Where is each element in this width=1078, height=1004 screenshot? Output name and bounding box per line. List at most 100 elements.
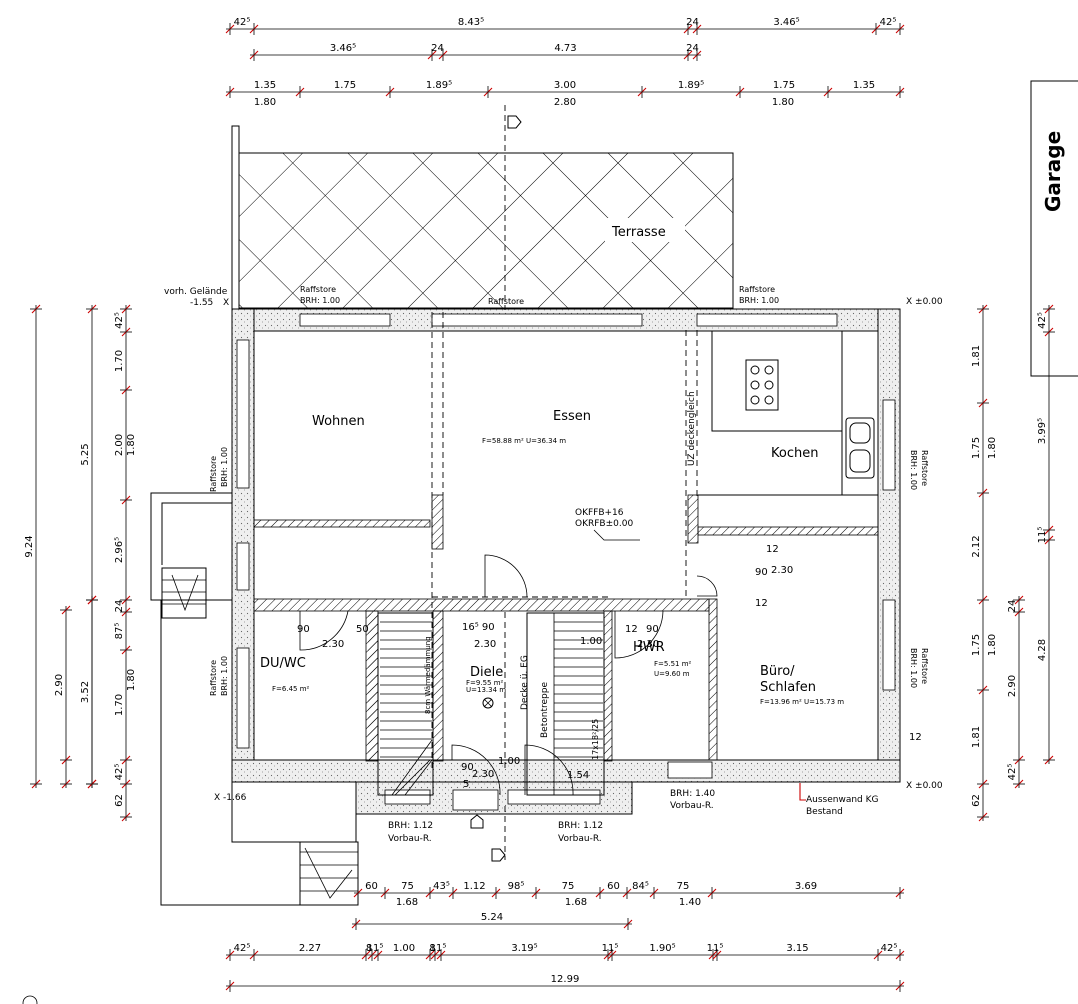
exterior-stairs: [150, 492, 359, 906]
dim-top3-label: 1.75: [334, 80, 356, 91]
dim-bot1-label: 75: [677, 881, 690, 892]
kitchen: [698, 330, 879, 496]
dim-top3-label: 1.35: [254, 80, 276, 91]
dim-right-outer-label: 11⁵: [1037, 527, 1048, 544]
dim-left-outer-label: 9.24: [24, 535, 35, 557]
dim-inner-label: 1.00: [498, 756, 520, 767]
dim-top2-label: 24: [431, 43, 444, 54]
dim-right-inner-label: 1.81: [971, 726, 982, 748]
dim-left-mid-b-label: 2.90: [54, 674, 65, 696]
dim-left-inner-label: 2.00: [114, 434, 125, 456]
diele-symbol-icon: [482, 697, 494, 709]
dim-bot1-label: 75: [562, 881, 575, 892]
dim-right-outer-label: 42⁵: [1037, 312, 1048, 329]
dim-inner-label: 50: [356, 624, 369, 635]
aussenwand-2: Bestand: [806, 807, 843, 817]
dim-top2-label: 4.73: [554, 43, 576, 54]
dim-top3-label: 1.75: [773, 80, 795, 91]
dim-top3b-label: 1.80: [254, 97, 276, 108]
raffstore-left-2: Raffstore: [209, 660, 218, 696]
dim-right-inner2-label: 1.80: [987, 634, 998, 656]
dim-right-inner-label: 62: [971, 794, 982, 807]
label-x-zero-top: X ±0.00: [906, 297, 943, 307]
dim-top3-label: 3.00: [554, 80, 576, 91]
vorbau-2: Vorbau-R.: [388, 834, 432, 844]
dim-bot3-label: 8: [429, 943, 435, 954]
dim-left-inner2-label: 1.80: [126, 434, 137, 456]
dim-inner-label: 12: [909, 732, 922, 743]
terrace: Terrasse: [231, 125, 734, 310]
sink: [845, 417, 875, 479]
dim-top3-label: 1.89⁵: [426, 80, 452, 91]
dim-bot1-label: 43⁵: [433, 881, 450, 892]
dim-inner-label: 1.54: [567, 770, 589, 781]
dim-right-inner-label: 1.81: [971, 345, 982, 367]
label-x-166: X -1.66: [214, 793, 247, 803]
label-waermedaemmung: 8cm Wärmedämmung: [424, 636, 432, 714]
brh-right-1: BRH: 1.00: [909, 450, 918, 490]
dim-left-inner-label: 87⁵: [114, 623, 125, 640]
dim-left-mid-c-label: 3.52: [80, 681, 91, 703]
room-hwr-area2: U=9.60 m: [654, 670, 690, 678]
dim-right-inner-label: 1.75: [971, 634, 982, 656]
walls: [231, 308, 901, 815]
brh-140: BRH: 1.40: [670, 789, 715, 799]
room-hwr-area1: F=5.51 m²: [654, 660, 692, 668]
dim-top1-label: 42⁵: [234, 17, 251, 28]
dim-inner-label: 12: [625, 624, 638, 635]
dim-inner-label: 2.30: [637, 639, 659, 650]
dim-bot3-label: 3.19⁵: [511, 943, 537, 954]
dim-inner-label: 90: [646, 624, 659, 635]
svg-text:X: X: [223, 298, 229, 308]
aussenwand-1: Aussenwand KG: [806, 795, 879, 805]
vorbau-3: Vorbau-R.: [558, 834, 602, 844]
dim-bot1-label: 60: [365, 881, 378, 892]
room-kochen: Kochen: [771, 446, 818, 461]
dim-bot3-label: 11⁵: [430, 943, 447, 954]
dim-left-mid-a-label: 5.25: [80, 443, 91, 465]
dim-inner-label: 90: [755, 567, 768, 578]
dim-bot1-label: 84⁵: [632, 881, 649, 892]
dim-bot1-label: 1.12: [463, 881, 485, 892]
dim-top3b-label: 2.80: [554, 97, 576, 108]
garage-label: Garage: [1041, 131, 1065, 212]
dim-bot3-label: 11⁵: [602, 943, 619, 954]
dim-bot1-label: 60: [607, 881, 620, 892]
dim-right-inner2-label: 1.80: [987, 437, 998, 459]
brh-left-1: BRH: 1.00: [220, 447, 229, 487]
brh-112-1: BRH: 1.12: [388, 821, 433, 831]
dim-right-outer-label: 4.28: [1037, 639, 1048, 661]
doors: [299, 554, 718, 796]
dim-right-inner-label: 1.75: [971, 437, 982, 459]
dim-bot1b-label: 1.68: [396, 897, 418, 908]
brh-left-2: BRH: 1.00: [220, 656, 229, 696]
room-diele-area2: U=13.34 m: [466, 686, 506, 694]
dim-right-mid-label: 24: [1007, 600, 1018, 613]
brh-112-2: BRH: 1.12: [558, 821, 603, 831]
room-labels: Wohnen Essen F=58.88 m² U=36.34 m Kochen…: [260, 409, 844, 709]
dim-bot3-label: 11⁵: [707, 943, 724, 954]
raffstore-left-1: Raffstore: [209, 456, 218, 492]
label-uz: UZ deckengleich: [687, 391, 697, 466]
dim-inner-label: 90: [461, 762, 474, 773]
dim-bot1-label: 75: [401, 881, 414, 892]
dim-inner-label: 2.30: [472, 769, 494, 780]
dim-left-inner-label: 42⁵: [114, 312, 125, 329]
dim-bot3-label: 3.15: [786, 943, 808, 954]
dim-top3b-label: 1.80: [772, 97, 794, 108]
label-betontreppe: Betontreppe: [540, 682, 550, 738]
room-diele-area1: F=9.55 m²: [466, 679, 504, 687]
direction-arrow-icon: [470, 115, 522, 862]
dim-inner-label: 90: [297, 624, 310, 635]
raffstore-right-1: Raffstore: [920, 450, 929, 486]
dim-inner-label: 12: [755, 598, 768, 609]
label-okrfb: OKRFB±0.00: [575, 519, 633, 529]
dim-inner-label: 2.30: [322, 639, 344, 650]
dim-top2-label: 3.46⁵: [330, 43, 356, 54]
dim-left-inner-label: 24: [114, 600, 125, 613]
dim-inner-label: 2.30: [474, 639, 496, 650]
brh-1: BRH: 1.00: [300, 296, 340, 305]
dim-top1-label: 3.46⁵: [773, 17, 799, 28]
